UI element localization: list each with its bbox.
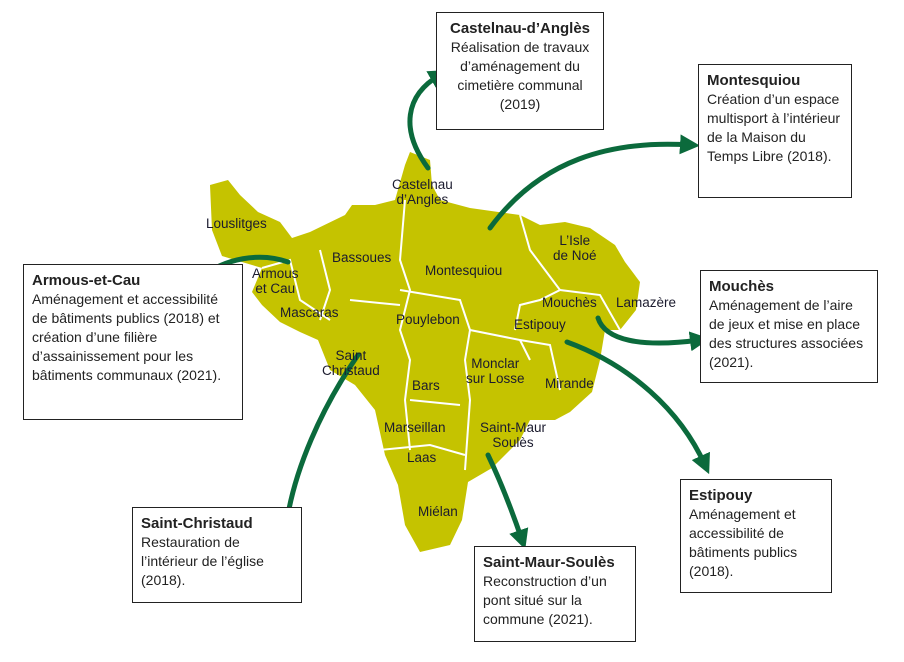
box-title: Mouchès — [709, 278, 775, 295]
label-armous: Armous et Cau — [252, 266, 299, 296]
box-text: Aménagement et accessibilité de bâtiment… — [32, 291, 222, 383]
box-title: Montesquiou — [707, 72, 801, 89]
label-montesquiou: Montesquiou — [425, 263, 503, 278]
arrow-saintchristaud — [278, 352, 361, 530]
box-text: Aménagement et accessibilité de bâtiment… — [689, 506, 798, 579]
label-saint-christaud: Saint Christaud — [322, 348, 380, 378]
info-box-saint-christaud: Saint-Christaud Restauration de l’intéri… — [132, 507, 302, 603]
communes-area — [210, 152, 640, 552]
label-louslitges: Louslitges — [206, 216, 267, 231]
label-castelnau: Castelnau d’Angles — [392, 177, 453, 207]
arrow-estipouy — [564, 339, 710, 475]
arrow-saintmaur — [485, 452, 529, 550]
label-marseillan: Marseillan — [384, 420, 446, 435]
label-estipouy: Estipouy — [514, 317, 566, 332]
arrow-castelnau — [407, 70, 449, 171]
box-text: Reconstruction d’un pont situé sur la co… — [483, 573, 607, 627]
info-box-mouches: Mouchès Aménagement de l’aire de jeux et… — [700, 270, 878, 383]
label-lamazere: Lamazère — [616, 295, 677, 310]
info-box-montesquiou: Montesquiou Création d’un espace multisp… — [698, 64, 852, 198]
label-bars: Bars — [412, 378, 440, 393]
box-title: Saint-Maur-Soulès — [483, 554, 615, 571]
box-title: Saint-Christaud — [141, 515, 253, 532]
label-monclar: Monclar sur Losse — [466, 356, 525, 386]
label-bassoues: Bassoues — [332, 250, 392, 265]
arrows — [192, 70, 710, 550]
label-pouylebon: Pouylebon — [396, 312, 460, 327]
info-box-armous: Armous-et-Cau Aménagement et accessibili… — [23, 264, 243, 420]
box-text: Aménagement de l’aire de jeux et mise en… — [709, 297, 864, 370]
label-mouches: Mouchès — [542, 295, 597, 310]
info-box-saint-maur: Saint-Maur-Soulès Reconstruction d’un po… — [474, 546, 636, 642]
box-title: Castelnau-d’Anglès — [449, 20, 591, 37]
label-mirande: Mirande — [545, 376, 594, 391]
label-saint-maur: Saint-Maur Soulès — [480, 420, 547, 450]
label-laas: Laas — [407, 450, 437, 465]
arrow-mouches — [595, 315, 710, 352]
label-mascaras: Mascaras — [280, 305, 339, 320]
box-text: Création d’un espace multisport à l’inté… — [707, 91, 841, 164]
info-box-castelnau: Castelnau-d’Anglès Réalisation de travau… — [436, 12, 604, 130]
box-text: Restauration de l’intérieur de l’église … — [141, 534, 264, 588]
map-land — [210, 152, 640, 552]
label-isle-de-noe: L’Isle de Noé — [553, 233, 597, 263]
label-mielan: Miélan — [418, 504, 458, 519]
box-title: Armous-et-Cau — [32, 272, 141, 289]
box-text: Réalisation de travaux d’aménagement du … — [450, 39, 590, 112]
arrow-montesquiou — [487, 134, 700, 231]
box-title: Estipouy — [689, 487, 753, 504]
info-box-estipouy: Estipouy Aménagement et accessibilité de… — [680, 479, 832, 593]
